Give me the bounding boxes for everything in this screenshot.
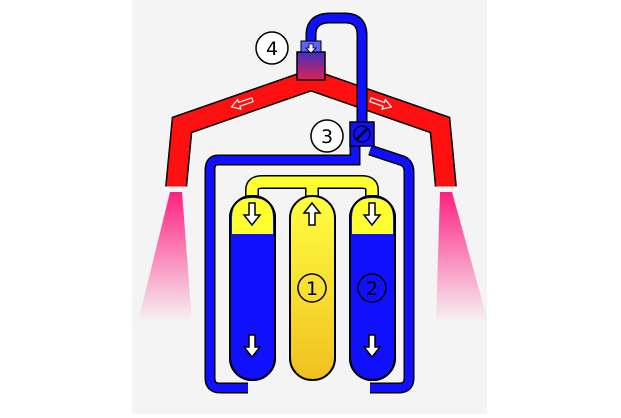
tank-2-label-circle xyxy=(357,273,387,303)
left-roof-flow-arrow xyxy=(230,97,254,110)
tank-1-up-arrow-icon xyxy=(302,201,322,226)
tank-1-label: 1 xyxy=(306,278,318,300)
blue-top-loop-pipe-fill xyxy=(307,14,366,130)
left-heat-glow xyxy=(138,192,192,322)
tank-2-label: 2 xyxy=(366,278,378,300)
right-roof-flow-arrow xyxy=(369,97,393,110)
tank-left-down-arrow-icon xyxy=(242,202,262,227)
tank-2-bottom-down-arrow-icon xyxy=(362,334,382,359)
tank-left-bottom-down-arrow-icon xyxy=(242,334,262,359)
tank-1-label-circle xyxy=(297,273,327,303)
blue-outer-loop-pipe-fill xyxy=(206,140,413,392)
butterfly-valve-icon xyxy=(349,121,375,147)
tank-1 xyxy=(289,195,336,381)
heater-4-label: 4 xyxy=(266,38,278,60)
tank-left xyxy=(229,195,276,381)
valve-3-label: 3 xyxy=(321,126,333,148)
right-heat-glow xyxy=(436,192,488,322)
valve-3-label-circle xyxy=(310,119,344,153)
tank-2-down-arrow-icon xyxy=(362,202,382,227)
heat-exchanger-icon xyxy=(296,40,326,81)
heater-4-label-circle xyxy=(255,31,289,65)
